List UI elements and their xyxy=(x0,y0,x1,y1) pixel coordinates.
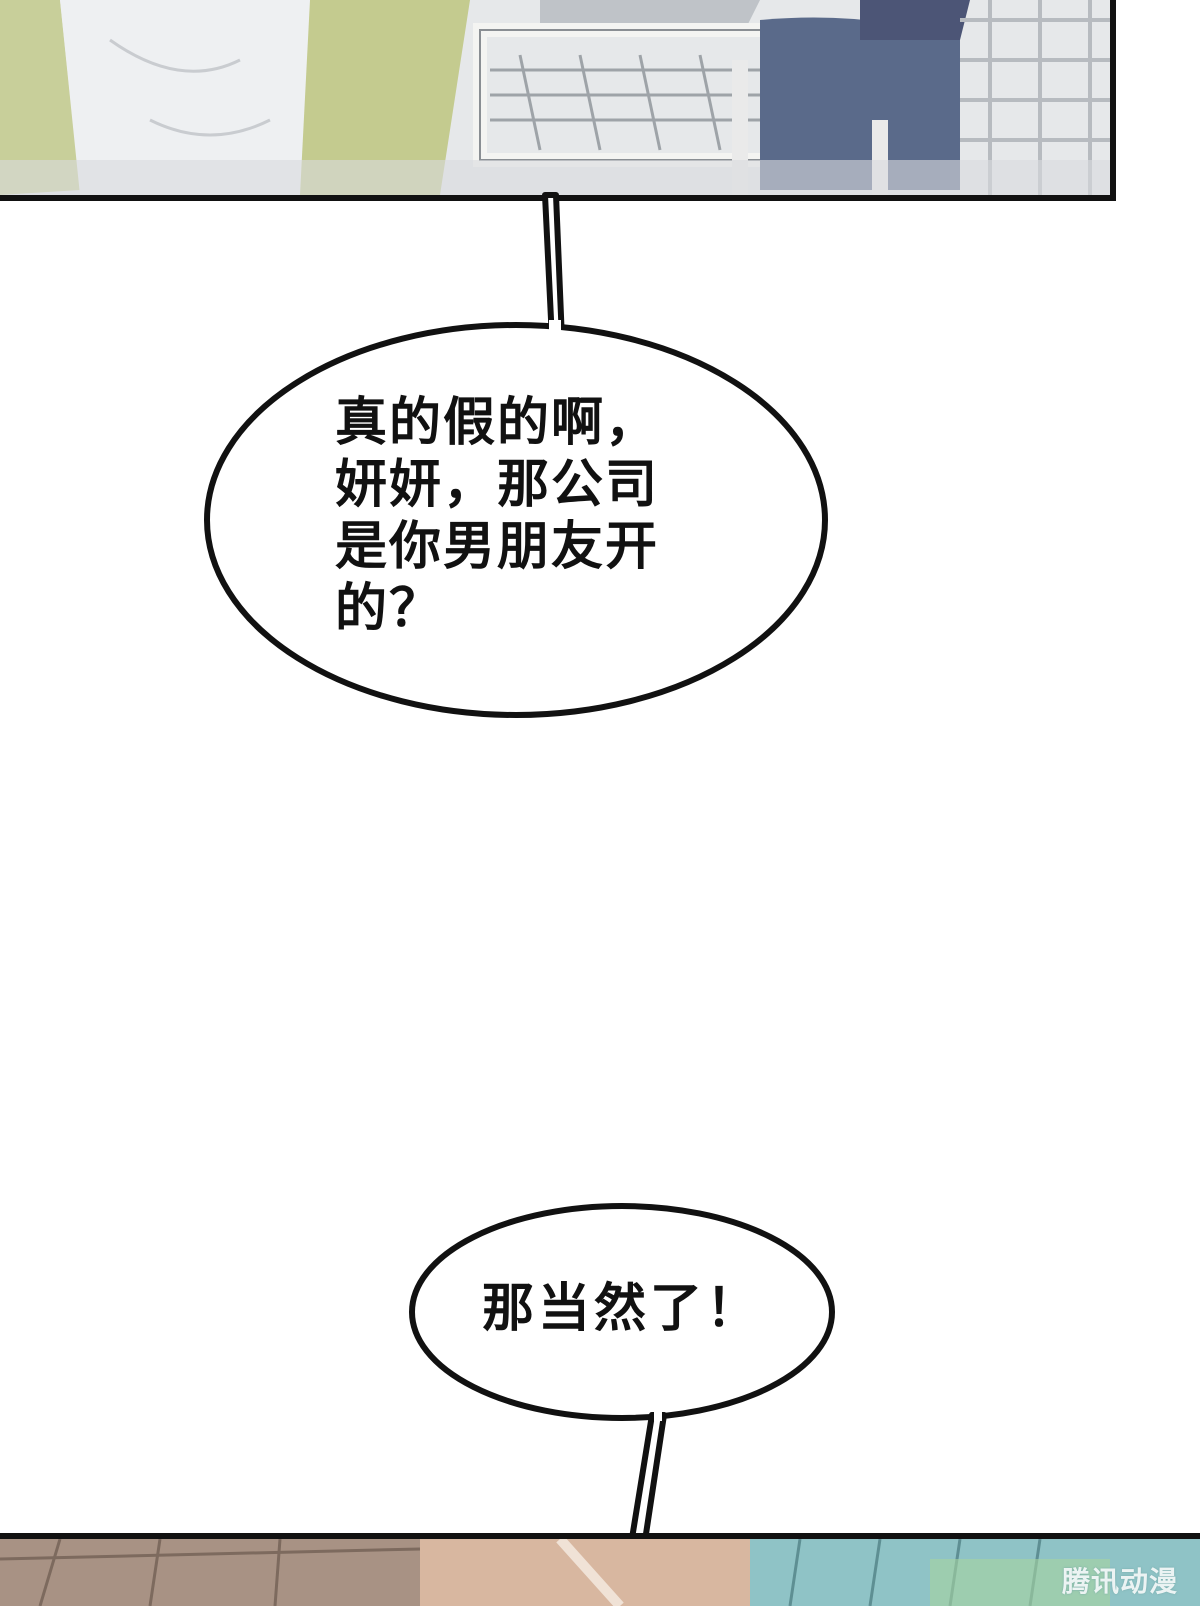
wire-basket-shape xyxy=(490,54,770,151)
interior-illustration xyxy=(0,1539,1200,1606)
denim-legs-shape xyxy=(760,17,960,190)
speech-bubble-2-text: 那当然了！ xyxy=(482,1279,763,1339)
top-comic-panel xyxy=(0,0,1116,201)
watermark-logo: 腾讯动漫 xyxy=(1061,1565,1178,1598)
bottom-comic-panel: 腾讯动漫 xyxy=(0,1533,1200,1606)
speech-bubble-1-text: 真的假的啊， 妍妍，那公司 是你男朋友开 的？ xyxy=(335,393,660,639)
desk-top-shape xyxy=(540,0,760,30)
green-jacket-right-shape xyxy=(290,0,470,195)
green-jacket-shape xyxy=(0,0,80,195)
classroom-illustration xyxy=(0,0,1110,195)
bubble1-tail xyxy=(542,192,565,343)
